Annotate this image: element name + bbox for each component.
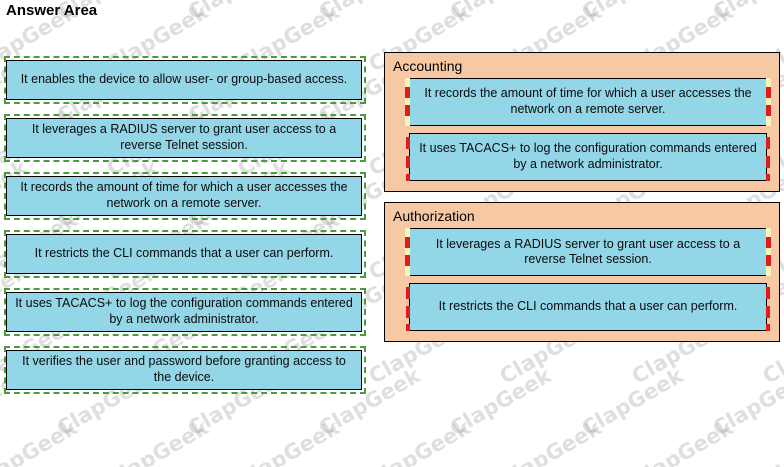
watermark-text: ClapGeek <box>0 415 82 467</box>
answer-choice-item[interactable]: It uses TACACS+ to log the configuration… <box>4 288 366 336</box>
category-panel-list: Accounting It records the amount of time … <box>384 52 780 352</box>
watermark-row: ClapGeekClapGeekClapGeekClapGeekClapGeek… <box>0 0 784 25</box>
answer-choice-item[interactable]: It verifies the user and password before… <box>4 346 366 394</box>
dropped-answer-item[interactable]: It uses TACACS+ to log the configuration… <box>406 133 770 182</box>
dropped-answer-label: It leverages a RADIUS server to grant us… <box>435 236 741 267</box>
watermark-text: ClapGeek <box>439 0 563 37</box>
answer-choice-item[interactable]: It enables the device to allow user- or … <box>4 56 366 104</box>
watermark-text: ClapGeek <box>439 455 563 467</box>
answer-choice-item[interactable]: It leverages a RADIUS server to grant us… <box>4 114 366 162</box>
dropped-answer-item[interactable]: It leverages a RADIUS server to grant us… <box>405 228 771 277</box>
watermark-text: ClapGeek <box>364 415 475 467</box>
watermark-text: ClapGeek <box>446 363 556 441</box>
dropped-answer-item[interactable]: It records the amount of time for which … <box>405 78 771 127</box>
watermark-text: ClapGeek <box>177 455 301 467</box>
watermark-text: ClapGeek <box>577 363 688 441</box>
answer-choice-label: It enables the device to allow user- or … <box>6 60 362 100</box>
dropped-answer-label: It restricts the CLI commands that a use… <box>438 299 738 314</box>
page-title: Answer Area <box>6 2 98 19</box>
watermark-text: ClapGeek <box>570 0 694 37</box>
watermark-text: ClapGeek <box>308 0 432 37</box>
answer-choice-label: It restricts the CLI commands that a use… <box>6 234 362 274</box>
answer-choice-list: It enables the device to allow user- or … <box>4 56 366 404</box>
watermark-text: ClapGeek <box>708 363 784 441</box>
watermark-text: ClapGeek <box>102 415 213 467</box>
watermark-text: ClapGeek <box>701 0 784 37</box>
watermark-text: ClapGeek <box>496 415 606 467</box>
answer-choice-label: It uses TACACS+ to log the configuration… <box>6 292 362 332</box>
category-panel-authorization[interactable]: Authorization It leverages a RADIUS serve… <box>384 202 780 343</box>
category-panel-title: Authorization <box>393 208 475 225</box>
watermark-text: ClapGeek <box>627 415 738 467</box>
category-panel-title: Accounting <box>393 58 463 74</box>
answer-choice-item[interactable]: It restricts the CLI commands that a use… <box>4 230 366 278</box>
watermark-text: ClapGeek <box>570 455 694 467</box>
dropped-answer-label: It records the amount of time for which … <box>424 86 752 117</box>
category-panel-accounting[interactable]: Accounting It records the amount of time … <box>384 52 780 193</box>
answer-choice-label: It records the amount of time for which … <box>6 176 362 216</box>
answer-choice-label: It verifies the user and password before… <box>6 350 362 390</box>
answer-choice-label: It leverages a RADIUS server to grant us… <box>6 118 362 158</box>
watermark-text: ClapGeek <box>46 455 170 467</box>
watermark-text: ClapGeek <box>308 455 432 467</box>
answer-choice-item[interactable]: It records the amount of time for which … <box>4 172 366 220</box>
dropped-answer-label: It uses TACACS+ to log the configuration… <box>419 141 757 172</box>
watermark-text: ClapGeek <box>701 455 784 467</box>
watermark-text: ClapGeek <box>177 0 301 37</box>
dropped-answer-item[interactable]: It restricts the CLI commands that a use… <box>406 283 770 332</box>
watermark-text: ClapGeek <box>0 455 39 467</box>
watermark-text: ClapGeek <box>233 415 344 467</box>
watermark-text: ClapGeek <box>758 415 784 467</box>
